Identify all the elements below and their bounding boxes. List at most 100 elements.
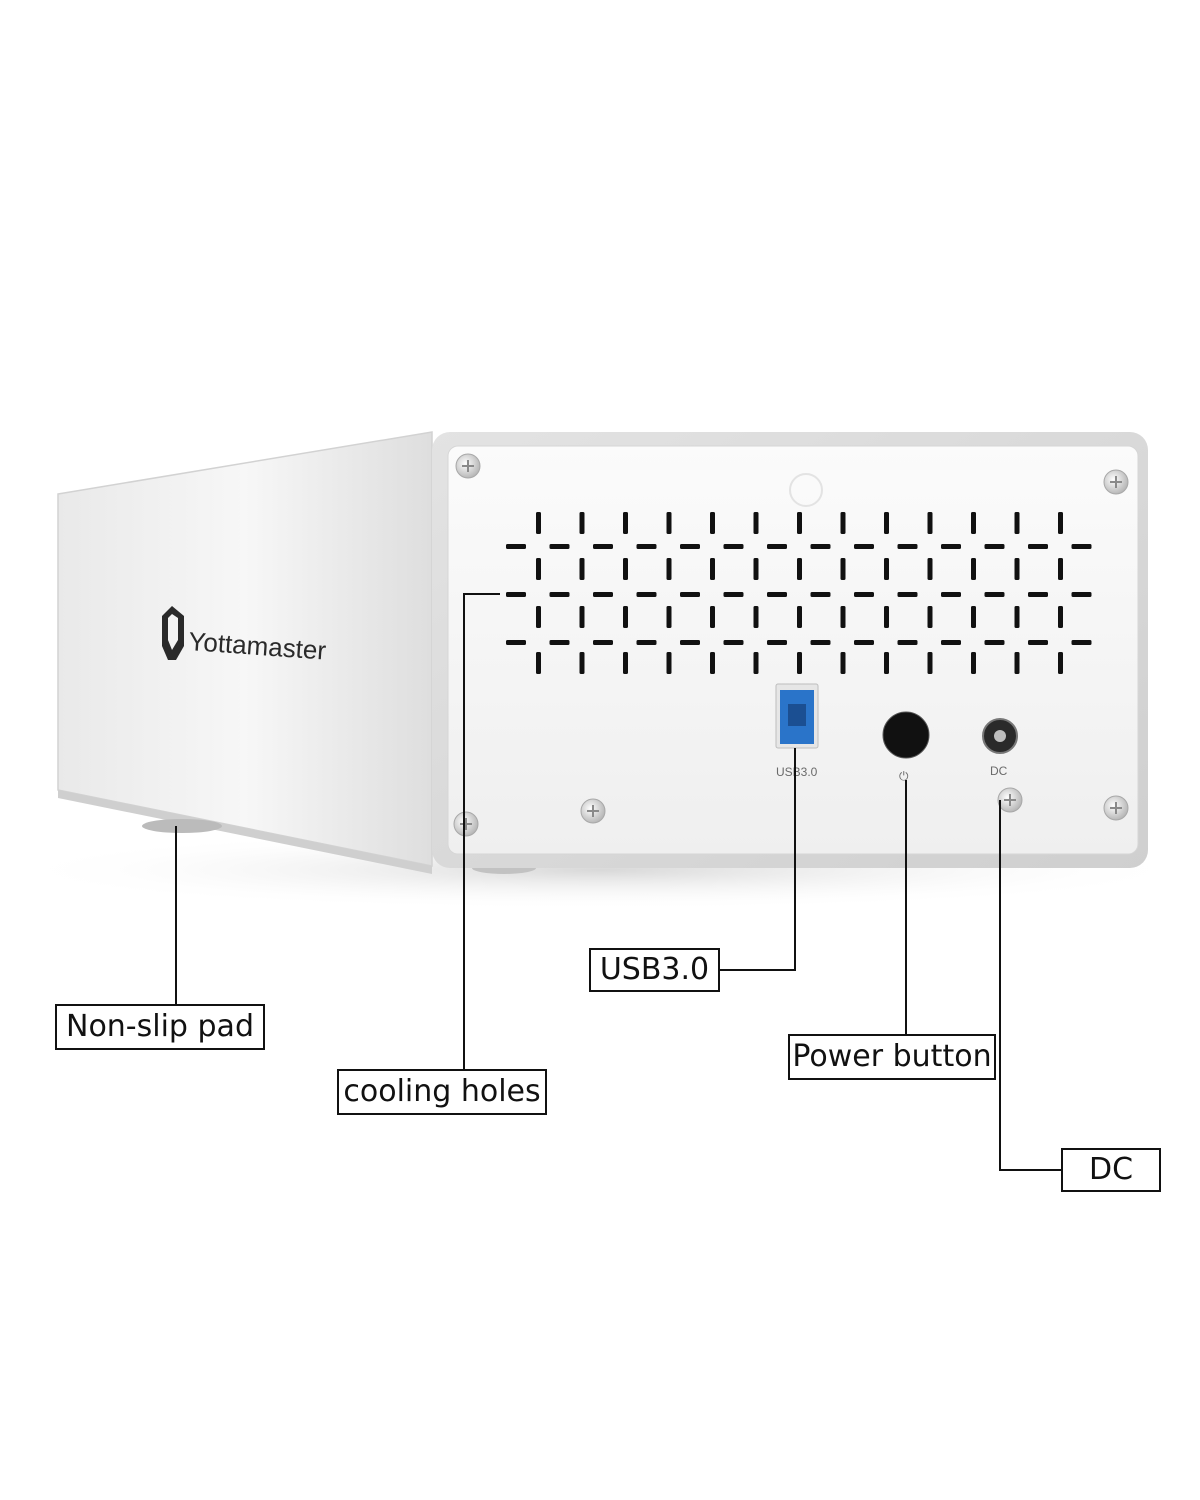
cooling-slot [854,592,874,597]
cooling-slot [536,512,541,534]
leader-dc [999,800,1062,1171]
cooling-slot [1014,558,1020,580]
cooling-slot [579,606,585,628]
cooling-slot [636,640,657,645]
callout-dc: DC [1061,1148,1161,1192]
cooling-slot [710,652,715,674]
cooling-slot [797,558,802,580]
cooling-slot [723,640,744,645]
cooling-slot [971,652,976,674]
cooling-slot [666,558,672,580]
cooling-slot [666,512,672,534]
leader-usb [720,748,796,971]
cooling-slot [767,640,787,645]
usb-port-label: USB3.0 [776,765,818,779]
cooling-slot [1058,652,1063,674]
cooling-slot [927,558,933,580]
cooling-slot [941,592,961,597]
usb3-port: USB3.0 [775,683,819,779]
panel-screws [453,453,1129,837]
cooling-slot [984,544,1005,549]
cooling-slot [680,592,700,597]
cooling-slot [971,558,976,580]
cooling-slot [549,640,570,645]
cooling-slot [897,544,918,549]
cooling-slot [506,544,526,549]
cooling-slot [536,606,541,628]
cooling-slot [1058,512,1063,534]
cooling-slot [810,640,831,645]
cooling-slot [927,606,933,628]
cooling-slot [506,592,526,597]
cooling-slot [884,558,889,580]
cooling-slot [1014,652,1020,674]
cooling-slot [710,558,715,580]
screw-icon [580,798,606,824]
cooling-slot [549,544,570,549]
cooling-slot [723,544,744,549]
cooling-slot [636,544,657,549]
cooling-slot [623,606,628,628]
cooling-slot [810,544,831,549]
cooling-slot [1028,592,1048,597]
cooling-slot [753,652,759,674]
cooling-slot [1028,544,1048,549]
cooling-slot [984,640,1005,645]
cooling-slot [623,512,628,534]
cooling-slot [593,544,613,549]
cooling-slot [680,544,700,549]
panel-mark [789,473,823,507]
cooling-slot [1058,558,1063,580]
cooling-slot [797,606,802,628]
cooling-slot [797,652,802,674]
non-slip-pad-left [142,819,222,833]
cooling-slot [1028,640,1048,645]
leader-cooling [463,593,500,1070]
callout-cooling-holes: cooling holes [337,1069,547,1115]
cooling-slot [927,512,933,534]
cooling-slot [840,512,846,534]
dc-jack: DC [982,718,1018,778]
dc-port-label: DC [990,764,1008,778]
cooling-slot [897,640,918,645]
cooling-slot [854,544,874,549]
cooling-slot [680,640,700,645]
cooling-slot [579,558,585,580]
cooling-slot [897,592,918,597]
cooling-slot [723,592,744,597]
cooling-holes [506,512,1092,674]
enclosure-side-bottom [58,790,432,874]
cooling-slot [623,558,628,580]
cooling-slot [810,592,831,597]
screw-icon [997,787,1023,813]
cooling-slot [710,512,715,534]
cooling-slot [1058,606,1063,628]
cooling-slot [767,544,787,549]
cooling-slot [666,606,672,628]
screw-icon [1103,469,1129,495]
enclosure-back-panel [447,445,1139,855]
cooling-slot [593,640,613,645]
cooling-slot [971,606,976,628]
power-button: ⏻ [882,711,930,783]
cooling-slot [753,512,759,534]
cooling-slot [927,652,933,674]
cooling-slot [854,640,874,645]
screw-icon [1103,795,1129,821]
cooling-slot [1071,592,1092,597]
cooling-slot [536,652,541,674]
cooling-slot [971,512,976,534]
cooling-slot [1071,544,1092,549]
cooling-slot [549,592,570,597]
screw-icon [455,453,481,479]
power-symbol-icon: ⏻ [899,769,909,783]
callout-non-slip-pad: Non-slip pad [55,1004,265,1050]
cooling-slot [1071,640,1092,645]
callout-usb3: USB3.0 [589,948,720,992]
callout-leader-lines [175,593,1062,1171]
cooling-slot [579,512,585,534]
cooling-slot [666,652,672,674]
cooling-slot [884,652,889,674]
cooling-slot [623,652,628,674]
